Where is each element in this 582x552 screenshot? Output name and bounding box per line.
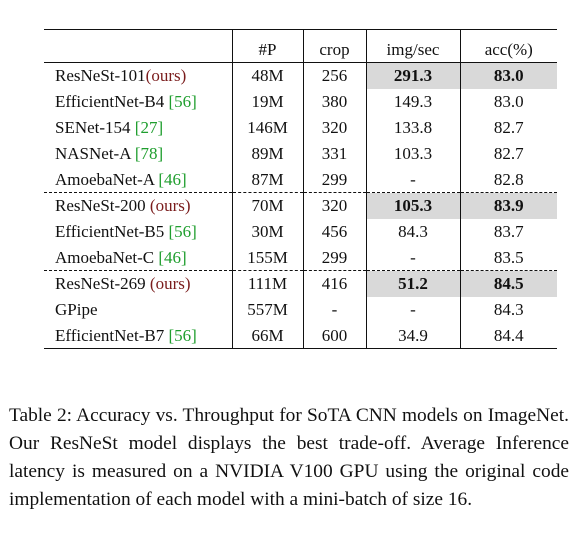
citation-link[interactable]: [56] [168, 325, 197, 345]
citation-link[interactable]: [46] [158, 247, 187, 267]
model-name: AmoebaNet-A [55, 169, 159, 189]
model-name-cell: ResNeSt-101(ours) [44, 63, 232, 89]
model-name: ResNeSt-200 [55, 196, 150, 216]
model-name-cell: EfficientNet-B7 [56] [44, 322, 232, 349]
img-sec-cell: 105.3 [365, 192, 460, 219]
model-name-cell: AmoebaNet-C [46] [44, 245, 232, 271]
crop-cell: 256 [302, 62, 366, 89]
header-params: #P [231, 29, 303, 63]
acc-cell: 84.4 [459, 322, 557, 349]
params-cell: 48M [231, 62, 303, 89]
model-name-cell: SENet-154 [27] [44, 115, 232, 141]
model-name: ResNeSt-101 [55, 66, 146, 86]
acc-cell: 83.0 [459, 88, 557, 115]
model-name-cell: ResNeSt-200 (ours) [44, 192, 232, 219]
model-name: EfficientNet-B5 [55, 222, 169, 241]
params-cell: 155M [231, 244, 303, 271]
crop-cell: 320 [302, 114, 366, 141]
model-name: EfficientNet-B7 [55, 325, 169, 345]
crop-cell: 380 [302, 88, 366, 115]
header-model [44, 29, 232, 63]
model-name: SENet-154 [55, 118, 135, 137]
img-sec-cell: 51.2 [365, 270, 460, 297]
img-sec-cell: 34.9 [365, 322, 460, 349]
acc-cell: 82.8 [459, 166, 557, 193]
header-acc: acc(%) [459, 29, 557, 63]
model-name: NASNet-A [55, 144, 135, 163]
img-sec-cell: 103.3 [365, 140, 460, 167]
crop-cell: - [302, 296, 366, 323]
citation-link[interactable]: [78] [134, 144, 164, 163]
table-header-row: #P crop img/sec acc(%) [44, 29, 557, 63]
results-table-container: #P crop img/sec acc(%) ResNeSt-101(ours)… [44, 29, 557, 349]
acc-cell: 84.3 [459, 296, 557, 323]
ours-tag: (ours) [149, 196, 191, 216]
crop-cell: 331 [302, 140, 366, 167]
acc-cell: 82.7 [459, 140, 557, 167]
img-sec-cell: 133.8 [365, 114, 460, 141]
model-name-cell: EfficientNet-B5 [56] [44, 219, 232, 245]
crop-cell: 299 [302, 166, 366, 193]
params-cell: 557M [231, 296, 303, 323]
model-name-cell: AmoebaNet-A [46] [44, 167, 232, 193]
model-name-cell: ResNeSt-269 (ours) [44, 270, 232, 297]
params-cell: 19M [231, 88, 303, 115]
acc-cell: 83.9 [459, 192, 557, 219]
acc-cell: 83.5 [459, 244, 557, 271]
ours-tag: (ours) [145, 66, 187, 86]
params-cell: 70M [231, 192, 303, 219]
model-name-cell: EfficientNet-B4 [56] [44, 89, 232, 115]
model-name: ResNeSt-269 [55, 274, 150, 294]
acc-cell: 82.7 [459, 114, 557, 141]
model-name-cell: NASNet-A [78] [44, 141, 232, 167]
params-cell: 30M [231, 218, 303, 245]
ours-tag: (ours) [149, 274, 191, 294]
header-crop: crop [302, 29, 366, 63]
params-cell: 66M [231, 322, 303, 349]
acc-cell: 83.0 [459, 62, 557, 89]
crop-cell: 456 [302, 218, 366, 245]
acc-cell: 84.5 [459, 270, 557, 297]
citation-link[interactable]: [46] [158, 169, 187, 189]
acc-cell: 83.7 [459, 218, 557, 245]
params-cell: 146M [231, 114, 303, 141]
model-name: EfficientNet-B4 [55, 92, 169, 111]
params-cell: 111M [231, 270, 303, 297]
model-name: AmoebaNet-C [55, 247, 159, 267]
table-caption: Table 2: Accuracy vs. Throughput for SoT… [9, 405, 569, 510]
citation-link[interactable]: [27] [134, 118, 164, 137]
img-sec-cell: - [365, 244, 460, 271]
img-sec-cell: - [365, 296, 460, 323]
sota-comparison-table: #P crop img/sec acc(%) ResNeSt-101(ours)… [44, 29, 557, 349]
citation-link[interactable]: [56] [168, 92, 197, 111]
img-sec-cell: - [365, 166, 460, 193]
citation-link[interactable]: [56] [168, 222, 197, 241]
crop-cell: 600 [302, 322, 366, 349]
crop-cell: 416 [302, 270, 366, 297]
model-name-cell: GPipe [44, 297, 232, 323]
crop-cell: 299 [302, 244, 366, 271]
img-sec-cell: 291.3 [365, 62, 460, 89]
params-cell: 87M [231, 166, 303, 193]
params-cell: 89M [231, 140, 303, 167]
img-sec-cell: 149.3 [365, 88, 460, 115]
model-name: GPipe [55, 300, 98, 319]
img-sec-cell: 84.3 [365, 218, 460, 245]
crop-cell: 320 [302, 192, 366, 219]
header-img-sec: img/sec [365, 29, 460, 63]
